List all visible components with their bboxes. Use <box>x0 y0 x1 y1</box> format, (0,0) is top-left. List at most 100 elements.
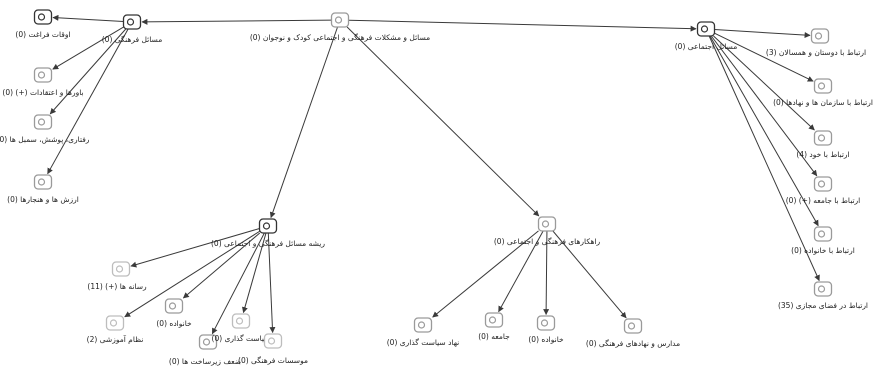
edge-root-to-solutions <box>346 26 540 217</box>
node-label: ریشه مسائل فرهنگی و اجتماعی (0) <box>211 239 325 248</box>
node-icon[interactable] <box>33 67 53 83</box>
edge-roots-to-policy <box>241 232 267 314</box>
node-icon[interactable] <box>537 216 557 232</box>
edge-solutions-to-family_sol <box>543 230 550 316</box>
node-icon[interactable] <box>105 315 125 331</box>
node-icon[interactable] <box>813 281 833 297</box>
node-label: اوقات فراغت (0) <box>15 30 70 39</box>
edge-root-to-roots <box>269 26 339 219</box>
node-icon[interactable] <box>33 9 53 25</box>
node-social[interactable]: مسائل اجتماعی (0) <box>675 21 738 51</box>
edge-roots-to-media <box>130 228 260 268</box>
node-icon[interactable] <box>484 312 504 328</box>
node-label: ارتباط در فضای مجازی (35) <box>778 301 868 310</box>
node-icon[interactable] <box>33 114 53 130</box>
node-leisure[interactable]: اوقات فراغت (0) <box>15 9 71 39</box>
node-icon[interactable] <box>813 176 833 192</box>
edge-social-to-institutions <box>714 32 814 82</box>
node-label: مسائل اجتماعی (0) <box>675 42 738 51</box>
node-label: ارتباط با خود (4) <box>796 150 849 159</box>
nodes-layer: مسائل و مشکلات فرهنگی و اجتماعی کودک و ن… <box>0 9 873 366</box>
node-family_rel[interactable]: ارتباط با خانواده (0) <box>791 226 855 255</box>
node-policy[interactable]: سیاست گذاری (0) <box>212 313 271 343</box>
node-label: نهاد سیاست گذاری (0) <box>387 338 460 347</box>
node-icon[interactable] <box>810 28 830 44</box>
node-label: موسسات فرهنگی (0) <box>238 356 308 365</box>
node-icon[interactable] <box>413 317 433 333</box>
node-society[interactable]: ارتباط با جامعه (+) (0) <box>786 176 861 205</box>
node-beliefs[interactable]: باورها و اعتقادات (+) (0) <box>2 67 84 97</box>
edge-social-to-society <box>710 35 818 177</box>
node-icon[interactable] <box>330 12 350 28</box>
node-label: مسائل فرهنگی (0) <box>102 35 163 44</box>
edge-social-to-virtual <box>708 35 820 282</box>
edges-layer <box>47 14 820 335</box>
node-label: ضعف زیرساخت ها (0) <box>169 357 241 366</box>
node-infra[interactable]: ضعف زیرساخت ها (0) <box>169 334 241 366</box>
node-icon[interactable] <box>164 298 184 314</box>
node-label: سیاست گذاری (0) <box>212 334 271 343</box>
node-label: ارتباط با دوستان و همسالان (3) <box>766 48 866 57</box>
node-cultural[interactable]: مسائل فرهنگی (0) <box>102 14 163 44</box>
node-icon[interactable] <box>258 218 278 234</box>
edge-root-to-social <box>348 19 697 32</box>
node-label: مدارس و نهادهای فرهنگی (0) <box>586 339 680 348</box>
node-family_sol[interactable]: خانواده (0) <box>528 315 564 344</box>
edge-social-to-self <box>713 35 815 131</box>
edge-cultural-to-values <box>47 28 129 175</box>
node-media[interactable]: رسانه ها (+) (11) <box>87 261 147 291</box>
node-label: راهکارهای فرهنگی و اجتماعی (0) <box>494 237 601 246</box>
node-education[interactable]: نظام آموزشی (2) <box>87 315 144 344</box>
node-label: ارتباط با سازمان ها و نهادها (0) <box>773 98 873 107</box>
node-label: ارزش ها و هنجارها (0) <box>7 195 79 204</box>
edge-solutions-to-schools <box>552 230 627 319</box>
node-icon[interactable] <box>231 313 251 329</box>
edge-roots-to-education <box>124 230 260 318</box>
node-icon[interactable] <box>813 226 833 242</box>
node-label: جامعه (0) <box>478 332 510 341</box>
node-root[interactable]: مسائل و مشکلات فرهنگی و اجتماعی کودک و ن… <box>250 12 430 42</box>
node-icon[interactable] <box>623 318 643 334</box>
node-label: ارتباط با جامعه (+) (0) <box>786 196 861 205</box>
node-virtual[interactable]: ارتباط در فضای مجازی (35) <box>778 281 868 310</box>
edge-root-to-cultural <box>141 18 332 25</box>
node-icon[interactable] <box>696 21 716 37</box>
node-cult_inst[interactable]: موسسات فرهنگی (0) <box>238 333 308 365</box>
node-label: خانواده (0) <box>156 319 192 328</box>
edge-social-to-peers <box>714 29 811 39</box>
edge-roots-to-cult_inst <box>267 232 276 334</box>
node-behavior[interactable]: رفتاری، پوشش، سمبل ها (0) <box>0 114 90 144</box>
node-institutions[interactable]: ارتباط با سازمان ها و نهادها (0) <box>773 78 873 107</box>
node-community[interactable]: جامعه (0) <box>478 312 510 341</box>
edge-cultural-to-leisure <box>52 14 124 23</box>
node-label: رفتاری، پوشش، سمبل ها (0) <box>0 135 90 144</box>
node-icon[interactable] <box>813 78 833 94</box>
node-label: نظام آموزشی (2) <box>87 334 144 344</box>
node-roots[interactable]: ریشه مسائل فرهنگی و اجتماعی (0) <box>211 218 325 248</box>
node-icon[interactable] <box>263 333 283 349</box>
node-icon[interactable] <box>122 14 142 30</box>
node-label: خانواده (0) <box>528 335 564 344</box>
node-label: رسانه ها (+) (11) <box>87 282 147 291</box>
edge-roots-to-infra <box>211 232 265 335</box>
node-values[interactable]: ارزش ها و هنجارها (0) <box>7 174 79 204</box>
node-icon[interactable] <box>198 334 218 350</box>
edge-cultural-to-behavior <box>49 28 127 115</box>
node-peers[interactable]: ارتباط با دوستان و همسالان (3) <box>766 28 866 57</box>
edge-solutions-to-community <box>498 230 544 313</box>
edge-social-to-family_rel <box>709 35 819 227</box>
node-icon[interactable] <box>33 174 53 190</box>
edge-cultural-to-beliefs <box>52 26 124 70</box>
node-policy_body[interactable]: نهاد سیاست گذاری (0) <box>387 317 460 347</box>
node-label: مسائل و مشکلات فرهنگی و اجتماعی کودک و ن… <box>250 33 430 42</box>
node-family_root[interactable]: خانواده (0) <box>156 298 192 328</box>
node-icon[interactable] <box>813 130 833 146</box>
node-icon[interactable] <box>536 315 556 331</box>
node-solutions[interactable]: راهکارهای فرهنگی و اجتماعی (0) <box>494 216 601 246</box>
node-label: ارتباط با خانواده (0) <box>791 246 855 255</box>
node-label: باورها و اعتقادات (+) (0) <box>2 88 83 97</box>
node-schools[interactable]: مدارس و نهادهای فرهنگی (0) <box>586 318 680 348</box>
node-self[interactable]: ارتباط با خود (4) <box>796 130 850 159</box>
node-icon[interactable] <box>111 261 131 277</box>
